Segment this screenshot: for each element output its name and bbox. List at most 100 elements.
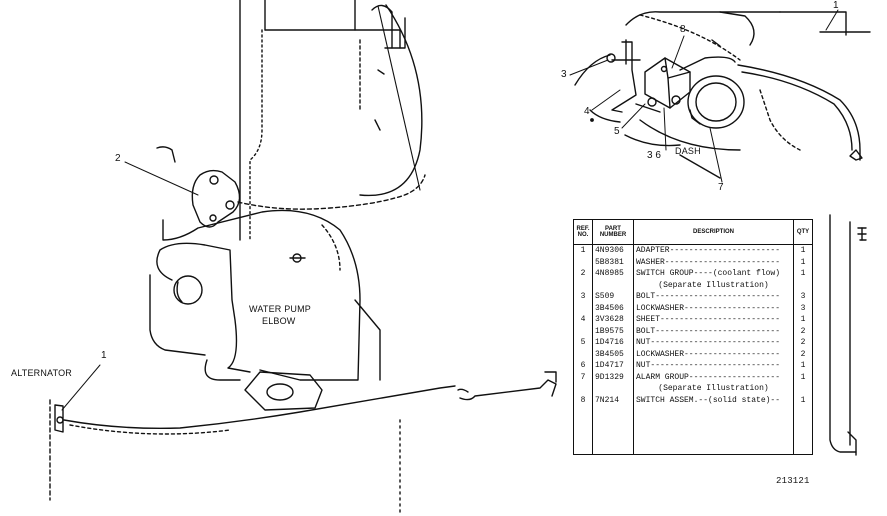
description-cell: (Separate Illustration): [633, 383, 794, 395]
header-description: DESCRIPTION: [633, 219, 794, 245]
description-cell: NUT---------------------------: [633, 360, 794, 372]
dash-panel: [574, 11, 871, 179]
part-number-cell: 4N8985: [592, 268, 634, 280]
switch-assembly: [606, 39, 745, 129]
qty-cell: 3: [793, 291, 813, 303]
part-number-cell: 3V3628: [592, 314, 634, 326]
dash-label: DASH: [675, 146, 701, 156]
description-cell: ADAPTER-----------------------: [633, 244, 794, 257]
part-number-cell: 9D1329: [592, 371, 634, 383]
qty-cell: 2: [793, 337, 813, 349]
alternator-label: ALTERNATOR: [11, 368, 73, 378]
qty-cell: [793, 383, 813, 395]
engine-block-outline: [156, 0, 423, 241]
qty-cell: 2: [793, 348, 813, 360]
callout-7: 7: [718, 182, 724, 193]
callout-3: 3: [561, 69, 567, 80]
qty-cell: 1: [793, 394, 813, 406]
ref-cell: [573, 256, 593, 268]
water-pump-elbow-label: WATER PUMP: [249, 304, 311, 314]
empty-cell: [633, 406, 794, 455]
qty-cell: 1: [793, 360, 813, 372]
ref-cell: 6: [573, 360, 593, 372]
callout-4: 4: [584, 106, 590, 117]
table-row: (Separate Illustration): [573, 279, 813, 291]
part-number-cell: 1B9575: [592, 325, 634, 337]
qty-cell: 2: [793, 325, 813, 337]
description-cell: BOLT--------------------------: [633, 291, 794, 303]
alternator-wiring: [49, 371, 557, 516]
qty-cell: 1: [793, 371, 813, 383]
part-number-cell: S509: [592, 291, 634, 303]
ref-cell: [573, 279, 593, 291]
part-number-cell: 3B4505: [592, 348, 634, 360]
description-cell: WASHER------------------------: [633, 256, 794, 268]
table-row: (Separate Illustration): [573, 383, 813, 395]
description-cell: LOCKWASHER--------------------: [633, 348, 794, 360]
header-part-number: PART NUMBER: [592, 219, 634, 245]
ref-cell: 1: [573, 244, 593, 257]
ref-cell: 2: [573, 268, 593, 280]
water-pump-elbow: [149, 209, 381, 411]
callout-5: 5: [614, 126, 620, 137]
part-number-cell: [592, 383, 634, 395]
description-cell: (Separate Illustration): [633, 279, 794, 291]
header-qty: QTY: [793, 219, 813, 245]
callout-3-6: 3 6: [647, 150, 661, 161]
callout-leaders: [61, 9, 839, 411]
qty-cell: 1: [793, 244, 813, 257]
alarm-cable: [737, 64, 867, 456]
ref-cell: 8: [573, 394, 593, 406]
qty-cell: [793, 279, 813, 291]
qty-cell: 1: [793, 314, 813, 326]
callout-2: 2: [115, 153, 121, 164]
ref-cell: [573, 348, 593, 360]
table-filler-row: [573, 406, 813, 455]
description-cell: SHEET-------------------------: [633, 314, 794, 326]
callout-1-top: 1: [833, 0, 839, 11]
ref-cell: 3: [573, 291, 593, 303]
ref-cell: [573, 302, 593, 314]
part-number-cell: 5B8381: [592, 256, 634, 268]
empty-cell: [573, 406, 593, 455]
callout-1-alternator: 1: [101, 350, 107, 361]
ref-cell: [573, 325, 593, 337]
drawing-number: 213121: [776, 476, 810, 486]
ref-cell: 4: [573, 314, 593, 326]
qty-cell: 1: [793, 268, 813, 280]
part-number-cell: 1D4716: [592, 337, 634, 349]
ref-cell: 7: [573, 371, 593, 383]
description-cell: SWITCH GROUP----(coolant flow): [633, 268, 794, 280]
part-number-cell: 7N214: [592, 394, 634, 406]
callout-8: 8: [680, 24, 686, 35]
empty-cell: [592, 406, 634, 455]
empty-cell: [793, 406, 813, 455]
part-number-cell: 3B4506: [592, 302, 634, 314]
part-number-cell: 1D4717: [592, 360, 634, 372]
part-number-cell: 4N9306: [592, 244, 634, 257]
description-cell: NUT---------------------------: [633, 337, 794, 349]
description-cell: ALARM GROUP-------------------: [633, 371, 794, 383]
water-pump-elbow-label-line2: ELBOW: [262, 316, 296, 326]
description-cell: BOLT--------------------------: [633, 325, 794, 337]
part-number-cell: [592, 279, 634, 291]
description-cell: LOCKWASHER--------------------: [633, 302, 794, 314]
parts-table-header: REF. NO. PART NUMBER DESCRIPTION QTY: [573, 219, 813, 245]
qty-cell: 3: [793, 302, 813, 314]
ref-cell: 5: [573, 337, 593, 349]
description-cell: SWITCH ASSEM.--(solid state)--: [633, 394, 794, 406]
qty-cell: 1: [793, 256, 813, 268]
